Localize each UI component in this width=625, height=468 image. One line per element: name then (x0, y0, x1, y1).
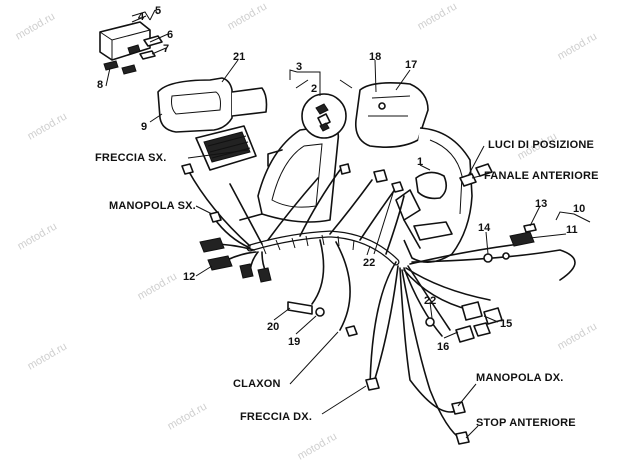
callout-19: 19 (288, 336, 300, 348)
handlebar-cover-left (157, 77, 268, 133)
callout-5: 5 (155, 5, 161, 17)
callout-10: 10 (573, 203, 585, 215)
instrument-connector-block (195, 125, 257, 171)
callout-6: 6 (167, 29, 173, 41)
watermark: motod.ru (16, 220, 60, 252)
watermark: motod.ru (296, 430, 340, 462)
callout-22: 22 (363, 257, 375, 269)
label-manopola-sx: MANOPOLA SX. (109, 200, 196, 212)
callout-numbers: 5 4 6 7 8 9 21 3 2 18 17 1 13 10 11 14 1… (97, 5, 585, 353)
callout-22-lower: 22 (424, 295, 436, 307)
watermark: motod.ru (26, 340, 70, 372)
callout-8: 8 (97, 79, 103, 91)
label-claxon: CLAXON (233, 378, 281, 390)
watermark: motod.ru (136, 270, 180, 302)
label-freccia-sx: FRECCIA SX. (95, 152, 166, 164)
callout-3: 3 (296, 61, 302, 73)
callout-11: 11 (566, 224, 578, 236)
callout-2: 2 (311, 83, 317, 95)
connectors (181, 163, 537, 445)
label-luci-di-posizione: LUCI DI POSIZIONE (488, 139, 594, 151)
callout-18: 18 (369, 51, 381, 63)
watermark: motod.ru (416, 0, 460, 32)
front-cover (354, 82, 429, 148)
watermark-layer: motod.ru motod.ru motod.ru motod.ru moto… (14, 0, 600, 462)
watermark: motod.ru (556, 320, 600, 352)
label-stop-anteriore: STOP ANTERIORE (476, 417, 576, 429)
callout-20: 20 (267, 321, 279, 333)
part-labels: LUCI DI POSIZIONE FANALE ANTERIORE FRECC… (95, 139, 599, 429)
main-harness (187, 169, 576, 441)
callout-15: 15 (500, 318, 512, 330)
callout-17: 17 (405, 59, 417, 71)
handlebar-frame (239, 125, 340, 223)
detail-inset (295, 79, 353, 139)
callout-1: 1 (417, 156, 423, 168)
watermark: motod.ru (26, 110, 70, 142)
watermark: motod.ru (166, 400, 210, 432)
watermark: motod.ru (226, 0, 270, 32)
callout-13: 13 (535, 198, 547, 210)
headlamp-frame (395, 127, 473, 263)
relay-box-group (99, 11, 163, 75)
callout-21: 21 (233, 51, 245, 63)
callout-14: 14 (478, 222, 491, 234)
callout-12: 12 (183, 271, 195, 283)
label-manopola-dx: MANOPOLA DX. (476, 372, 564, 384)
label-fanale-anteriore: FANALE ANTERIORE (484, 170, 599, 182)
callout-4: 4 (138, 11, 145, 23)
callout-7: 7 (163, 43, 169, 55)
watermark: motod.ru (556, 30, 600, 62)
callout-16: 16 (437, 341, 449, 353)
watermark: motod.ru (14, 10, 58, 42)
leader-lines (105, 9, 591, 439)
callout-9: 9 (141, 121, 147, 133)
label-freccia-dx: FRECCIA DX. (240, 411, 312, 423)
